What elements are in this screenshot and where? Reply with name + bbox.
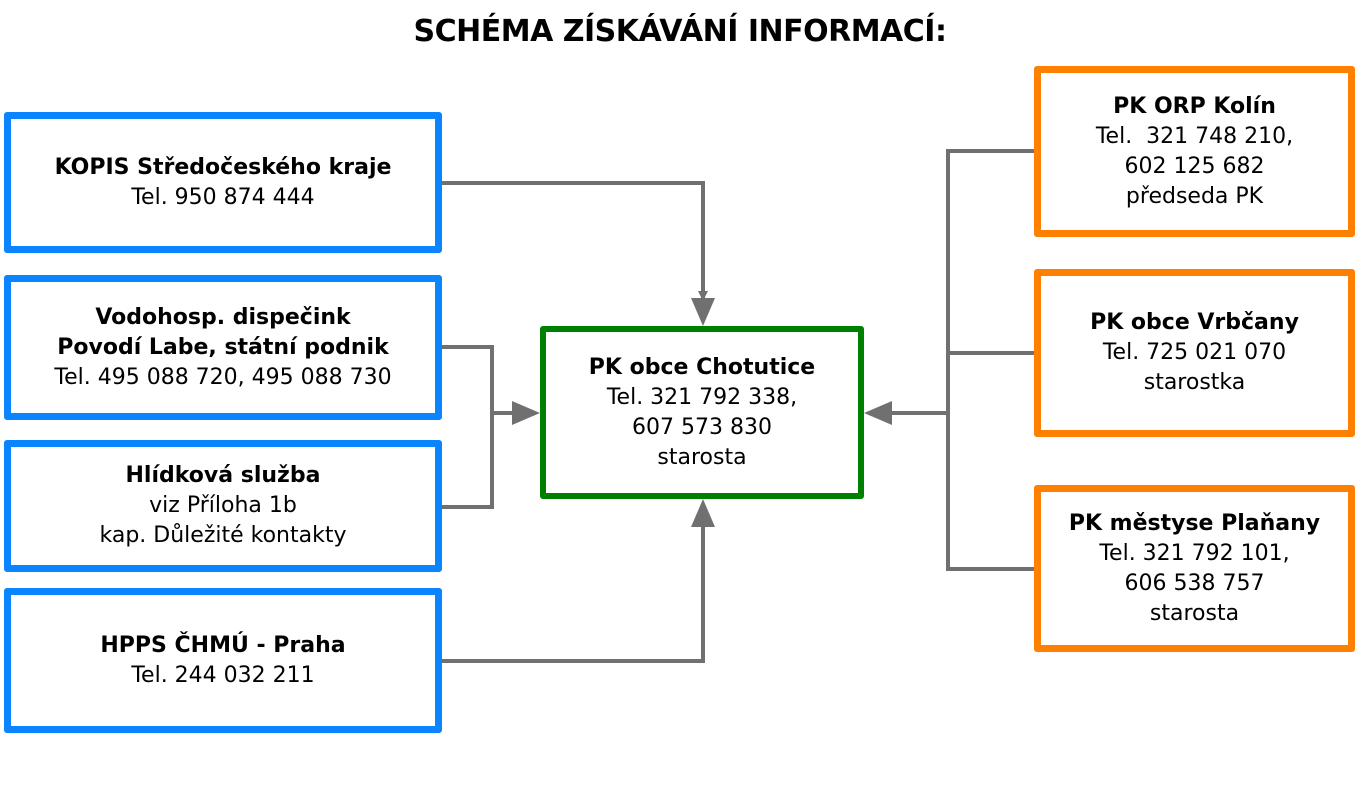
box-kopis: KOPIS Středočeského kraje Tel. 950 874 4… xyxy=(4,112,442,253)
box-line: starosta xyxy=(1149,600,1240,626)
box-line: Tel. 321 792 338, xyxy=(606,384,798,410)
box-title: KOPIS Středočeského kraje xyxy=(54,154,392,180)
box-vodohosp: Vodohosp. dispečink Povodí Labe, státní … xyxy=(4,275,442,420)
box-line: starosta xyxy=(657,444,747,470)
box-line: předseda PK xyxy=(1125,183,1264,209)
box-line: 602 125 682 xyxy=(1124,153,1265,179)
box-line: 607 573 830 xyxy=(632,414,772,440)
box-line: viz Příloha 1b xyxy=(149,493,297,518)
box-planany: PK městyse Plaňany Tel. 321 792 101, 606… xyxy=(1034,485,1355,652)
box-subtitle: Povodí Labe, státní podnik xyxy=(57,334,389,360)
box-line: Tel. 725 021 070 xyxy=(1102,340,1287,365)
box-title: HPPS ČHMÚ - Praha xyxy=(100,632,346,658)
arrow-head-left xyxy=(512,401,540,425)
box-line: starostka xyxy=(1143,370,1246,395)
box-line: Tel. 321 748 210, xyxy=(1095,123,1294,149)
box-hpps: HPPS ČHMÚ - Praha Tel. 244 032 211 xyxy=(4,588,442,733)
box-title: PK obce Vrbčany xyxy=(1090,310,1299,335)
connector-vodo-hlidka xyxy=(442,345,494,509)
box-line: Tel. 321 792 101, xyxy=(1099,540,1290,566)
box-line: Tel. 950 874 444 xyxy=(131,184,315,210)
box-title: PK obce Chotutice xyxy=(588,354,816,380)
arrow-head-bottom xyxy=(691,499,715,527)
box-title: PK městyse Plaňany xyxy=(1068,510,1321,536)
box-line: Tel. 495 088 720, 495 088 730 xyxy=(54,364,392,390)
box-title: PK ORP Kolín xyxy=(1113,93,1276,119)
box-title: Vodohosp. dispečink xyxy=(95,304,351,330)
connector-kopis xyxy=(442,181,705,300)
box-chotutice: PK obce Chotutice Tel. 321 792 338, 607 … xyxy=(540,326,864,499)
diagram-title: SCHÉMA ZÍSKÁVÁNÍ INFORMACÍ: xyxy=(413,14,947,49)
arrow-head-top xyxy=(691,298,715,326)
box-title: Hlídková služba xyxy=(125,463,321,488)
box-line: 606 538 757 xyxy=(1124,570,1265,596)
connector-hpps xyxy=(442,525,705,663)
box-vrbcany: PK obce Vrbčany Tel. 725 021 070 starost… xyxy=(1034,269,1355,437)
box-kolin: PK ORP Kolín Tel. 321 748 210, 602 125 6… xyxy=(1034,66,1355,237)
box-line: kap. Důležité kontakty xyxy=(99,523,347,548)
box-hlidka: Hlídková služba viz Příloha 1b kap. Důle… xyxy=(4,440,442,572)
connector-right xyxy=(946,149,1034,571)
arrow-head-right xyxy=(864,401,892,425)
box-line: Tel. 244 032 211 xyxy=(131,662,315,688)
